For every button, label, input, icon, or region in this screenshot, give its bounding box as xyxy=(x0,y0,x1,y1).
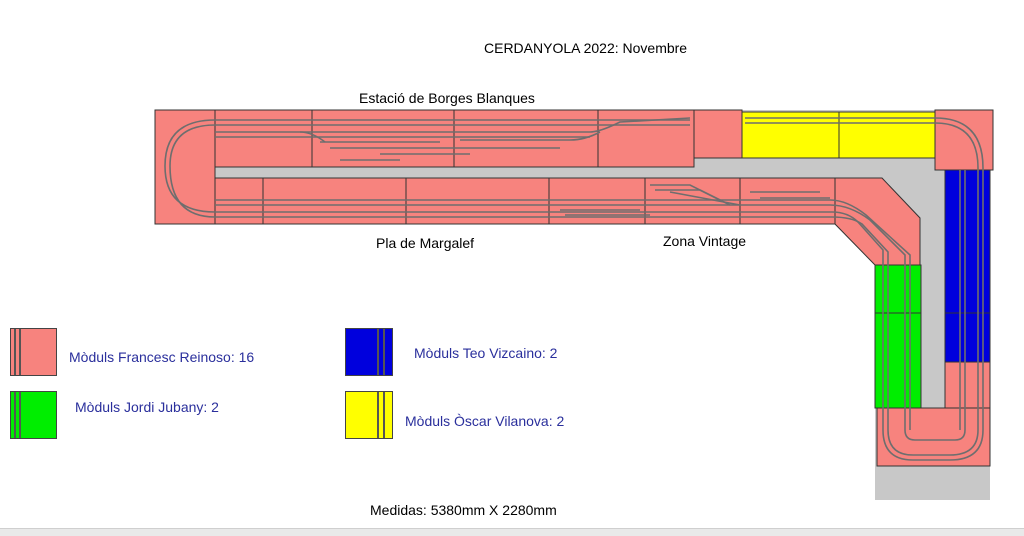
module-jordi-1 xyxy=(874,264,922,314)
legend-label-teo: Mòduls Teo Vizcaino: 2 xyxy=(414,345,558,361)
base-boards xyxy=(155,110,993,500)
track-layer xyxy=(164,117,984,461)
label-borges-station: Estació de Borges Blanques xyxy=(359,90,535,106)
track-station-siding-1 xyxy=(320,131,601,155)
window-bottom-scrollbar[interactable] xyxy=(0,528,1024,536)
jordi-modules xyxy=(874,264,922,409)
label-pla-de-margalef: Pla de Margalef xyxy=(376,235,475,251)
track-vintage-siding-2 xyxy=(565,189,731,216)
track-main-loop-inner xyxy=(169,122,979,456)
track-vintage-siding-1 xyxy=(560,184,830,211)
legend-label-francesc: Mòduls Francesc Reinoso: 16 xyxy=(69,349,255,365)
module-jordi-2 xyxy=(874,312,922,409)
module-top-2 xyxy=(311,109,455,168)
legend-label-jordi: Mòduls Jordi Jubany: 2 xyxy=(75,399,219,415)
legend-swatch-francesc xyxy=(10,328,57,376)
label-dimensions: Medidas: 5380mm X 2280mm xyxy=(370,502,557,518)
diagram-title: CERDANYOLA 2022: Novembre xyxy=(484,40,688,56)
module-top-5 xyxy=(693,109,743,159)
track-station-siding-2 xyxy=(299,131,400,161)
label-zona-vintage: Zona Vintage xyxy=(663,233,747,249)
track-inner-loop-outer xyxy=(215,117,966,441)
track-inner-loop-inner xyxy=(215,136,961,430)
legend-swatch-teo xyxy=(345,328,393,376)
module-oscar-1 xyxy=(741,111,840,159)
module-oscar-2 xyxy=(838,111,936,159)
track-main-loop-outer xyxy=(164,117,984,461)
module-top-1 xyxy=(214,109,313,168)
legend-swatch-oscar xyxy=(345,391,393,439)
legend-swatch-jordi xyxy=(10,391,57,439)
module-top-3 xyxy=(453,109,599,168)
legend-label-oscar: Mòduls Òscar Vilanova: 2 xyxy=(405,413,565,429)
module-bottom-loop xyxy=(876,407,991,467)
oscar-modules xyxy=(741,111,936,159)
